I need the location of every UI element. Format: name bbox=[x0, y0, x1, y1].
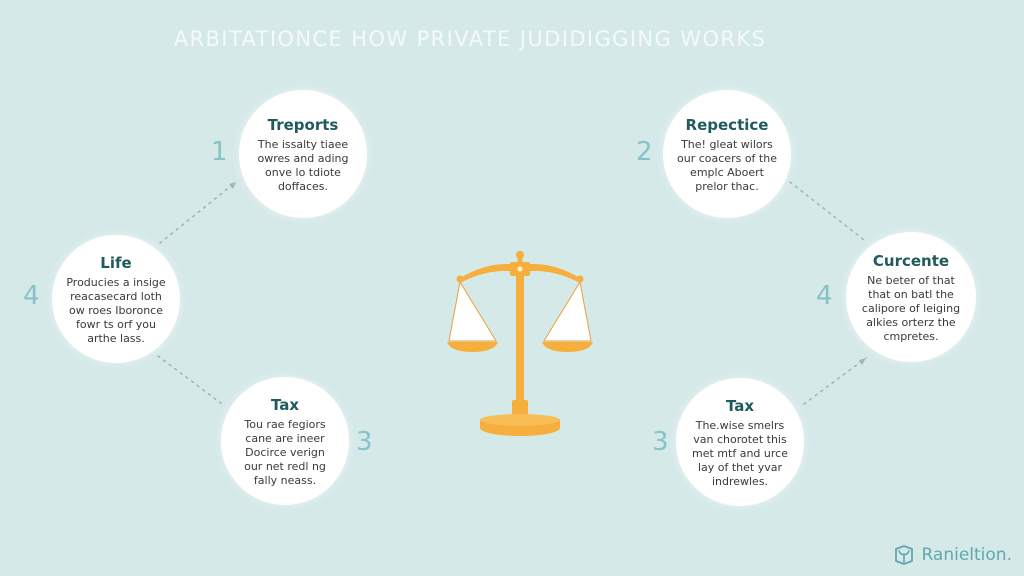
balance-scale-icon bbox=[447, 251, 593, 436]
node-text-line: met mtf and urce bbox=[692, 447, 788, 460]
node-text-line: reacasecard loth bbox=[70, 290, 162, 303]
node-description: Producies a insige reacasecard loth ow r… bbox=[66, 276, 165, 346]
node-text-line: The issalty tiaee bbox=[257, 138, 349, 151]
node-text-line: onve lo tdiote bbox=[265, 166, 341, 179]
connector-left-to-top-left bbox=[159, 181, 237, 244]
node-text-line: doffaces. bbox=[277, 180, 329, 193]
node-tax-right: Tax The.wise smelrs van chorotet this me… bbox=[676, 378, 804, 506]
node-life: Life Producies a insige reacasecard loth… bbox=[52, 235, 180, 363]
connector-top-right-to-right bbox=[789, 181, 865, 241]
step-number-3-right: 3 bbox=[652, 427, 669, 457]
node-text-line: Producies a insige bbox=[66, 276, 166, 289]
node-text-line: owres and ading bbox=[257, 152, 349, 165]
node-text-line: calipore of leiging bbox=[861, 302, 961, 315]
node-text-line: that on batl the bbox=[868, 288, 954, 301]
node-text-line: Ne beter of that bbox=[867, 274, 955, 287]
node-description: The! gleat wilors our coacers of the emp… bbox=[677, 138, 777, 194]
node-repectice: Repectice The! gleat wilors our coacers … bbox=[663, 90, 791, 218]
node-text-line: van chorotet this bbox=[693, 433, 787, 446]
node-title: Tax bbox=[270, 396, 300, 414]
page-title: ARBITATIONCE HOW PRIVATE JUDIDIGGING WOR… bbox=[173, 27, 767, 51]
node-text-line: our net redl ng bbox=[244, 460, 326, 473]
node-title: Curcente bbox=[872, 252, 950, 270]
box-leaf-logo-icon bbox=[895, 545, 914, 565]
node-text-line: ow roes Iboronce bbox=[69, 304, 163, 317]
node-text-line: Tou rae fegiors bbox=[244, 418, 326, 431]
node-title: Life bbox=[100, 254, 132, 272]
arrowhead-icon bbox=[859, 358, 866, 365]
step-number-4-right: 4 bbox=[816, 281, 833, 311]
node-text-line: our coacers of the bbox=[677, 152, 777, 165]
node-curcente: Curcente Ne beter of that that on batl t… bbox=[846, 232, 976, 362]
connector-left-to-bottom-left bbox=[157, 355, 223, 405]
node-title: Repectice bbox=[685, 116, 769, 134]
node-text-line: Docirce verign bbox=[245, 446, 325, 459]
node-description: Tou rae fegiors cane are ineer Docirce v… bbox=[244, 418, 326, 488]
node-title: Tax bbox=[725, 397, 755, 415]
brand-name: Ranieltion. bbox=[921, 545, 1012, 565]
node-text-line: fowr ts orf you bbox=[76, 318, 156, 331]
connector-bottom-right-to-right bbox=[803, 357, 867, 405]
step-number-1: 1 bbox=[211, 137, 228, 167]
node-treports: Treports The issalty tiaee owres and adi… bbox=[239, 90, 367, 218]
brand-logo: Ranieltion. bbox=[893, 544, 1012, 566]
node-description: The.wise smelrs van chorotet this met mt… bbox=[692, 419, 788, 489]
node-title: Treports bbox=[267, 116, 339, 134]
arrowhead-icon bbox=[229, 182, 236, 189]
node-description: The issalty tiaee owres and ading onve l… bbox=[258, 138, 349, 194]
node-text-line: fally neass. bbox=[253, 474, 317, 487]
node-text-line: arthe lass. bbox=[87, 332, 145, 345]
node-text-line: alkies orterz the bbox=[866, 316, 956, 329]
node-text-line: The! gleat wilors bbox=[681, 138, 773, 151]
step-number-4-left: 4 bbox=[23, 281, 40, 311]
node-text-line: emplc Aboert bbox=[690, 166, 764, 179]
node-text-line: The.wise smelrs bbox=[695, 419, 785, 432]
node-text-line: lay of thet yvar bbox=[697, 461, 783, 474]
node-text-line: indrewles. bbox=[711, 475, 769, 488]
node-text-line: cmpretes. bbox=[883, 330, 939, 343]
node-description: Ne beter of that that on batl the calipo… bbox=[862, 274, 960, 344]
node-text-line: prelor thac. bbox=[695, 180, 759, 193]
node-text-line: cane are ineer bbox=[245, 432, 325, 445]
step-number-2: 2 bbox=[636, 137, 653, 167]
node-tax-left: Tax Tou rae fegiors cane are ineer Docir… bbox=[221, 377, 349, 505]
step-number-3-left: 3 bbox=[356, 427, 373, 457]
